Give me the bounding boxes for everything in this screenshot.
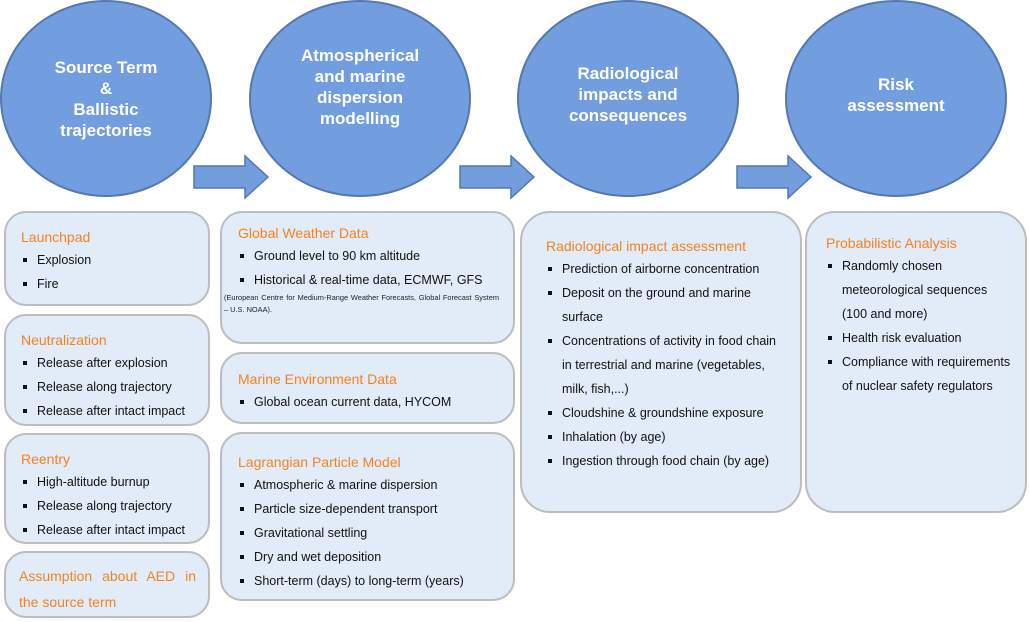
stage-source-term: Source Term & Ballistic trajectories [0, 0, 212, 197]
box-heading: Assumption about AED in the source term [19, 568, 196, 610]
marine-environment-box: Marine Environment Data Global ocean cur… [220, 352, 515, 424]
arrow-right-icon [736, 154, 813, 200]
list-item: Concentrations of activity in food chain… [546, 329, 788, 401]
list-item: Short-term (days) to long-term (years) [238, 569, 507, 593]
list-item: Release along trajectory [21, 494, 208, 518]
reentry-box: Reentry High-altitude burnup Release alo… [4, 433, 210, 544]
list-item: Compliance with requirements of nuclear … [826, 350, 1011, 398]
list-item: Release after explosion [21, 351, 208, 375]
list-item: Ingestion through food chain (by age) [546, 449, 788, 473]
list-item: Dry and wet deposition [238, 545, 507, 569]
box-heading: Reentry [21, 451, 71, 467]
stage-dispersion-modelling: Atmospherical and marine dispersion mode… [249, 0, 471, 197]
stage-title: Risk assessment [847, 74, 945, 115]
box-heading: Neutralization [21, 332, 107, 348]
list-item: Historical & real-time data, ECMWF, GFS [238, 268, 507, 292]
box-heading: Probabilistic Analysis [826, 235, 957, 251]
list-item: Ground level to 90 km altitude [238, 244, 507, 268]
stage-radiological-impacts: Radiological impacts and consequences [517, 0, 739, 197]
arrow-right-icon [193, 154, 270, 200]
weather-data-note: (European Centre for Medium-Range Weathe… [224, 293, 499, 314]
stage-risk-assessment: Risk assessment [785, 0, 1007, 197]
probabilistic-analysis-box: Probabilistic Analysis Randomly chosen m… [805, 211, 1027, 513]
stage-title: Radiological impacts and consequences [568, 64, 688, 125]
list-item: Health risk evaluation [826, 326, 1011, 350]
box-heading: Radiological impact assessment [546, 238, 746, 254]
box-heading: Lagrangian Particle Model [238, 454, 401, 470]
box-heading: Marine Environment Data [238, 371, 397, 387]
list-item: Randomly chosen meteorological sequences… [826, 254, 1011, 326]
list-item: Inhalation (by age) [546, 425, 788, 449]
list-item: Particle size-dependent transport [238, 497, 507, 521]
box-heading: Global Weather Data [238, 225, 369, 241]
list-item: Release after intact impact [21, 399, 208, 423]
list-item: Atmospheric & marine dispersion [238, 473, 507, 497]
list-item: Release along trajectory [21, 375, 208, 399]
radiological-impact-box: Radiological impact assessment Predictio… [520, 211, 802, 513]
list-item: Fire [21, 272, 208, 296]
list-item: High-altitude burnup [21, 470, 208, 494]
box-heading: Launchpad [21, 229, 91, 245]
list-item: Cloudshine & groundshine exposure [546, 401, 788, 425]
launchpad-box: Launchpad Explosion Fire [4, 211, 210, 306]
lagrangian-model-box: Lagrangian Particle Model Atmospheric & … [220, 432, 515, 601]
list-item: Global ocean current data, HYCOM [238, 390, 507, 414]
list-item: Gravitational settling [238, 521, 507, 545]
list-item: Explosion [21, 248, 208, 272]
arrow-right-icon [459, 154, 536, 200]
stage-title: Atmospherical and marine dispersion mode… [300, 45, 420, 128]
neutralization-box: Neutralization Release after explosion R… [4, 314, 210, 426]
global-weather-box: Global Weather Data Ground level to 90 k… [220, 211, 515, 344]
list-item: Release after intact impact [21, 518, 208, 542]
aed-assumption-box: Assumption about AED in the source term [4, 551, 210, 618]
list-item: Prediction of airborne concentration [546, 257, 788, 281]
list-item: Deposit on the ground and marine surface [546, 281, 788, 329]
stage-title: Source Term & Ballistic trajectories [54, 57, 158, 140]
